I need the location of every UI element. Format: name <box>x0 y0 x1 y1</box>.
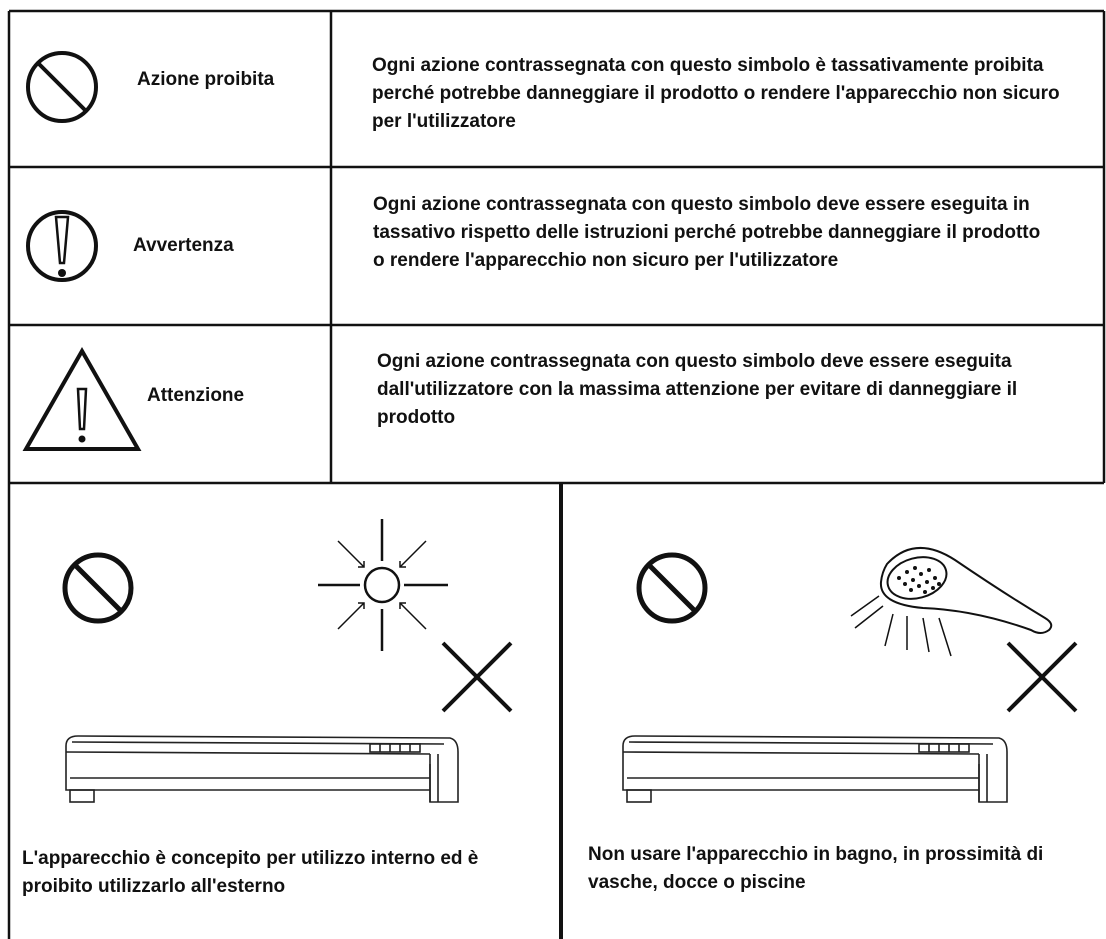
legend-label-warning: Avvertenza <box>133 235 234 256</box>
legend-description-caution: Ogni azione contrassegnata con questo si… <box>377 351 1018 428</box>
sun-icon <box>318 519 448 651</box>
exclamation-circle-icon <box>26 210 98 282</box>
legend-description-prohibited: Ogni azione contrassegnata con questo si… <box>372 55 1060 132</box>
shower-head-icon <box>850 547 1053 657</box>
cross-mark-icon <box>441 641 513 713</box>
heater-illustration <box>622 735 1008 803</box>
cross-mark-icon <box>1006 641 1078 713</box>
panel-caption-outdoor: L'apparecchio è concepito per utilizzo i… <box>22 848 479 897</box>
warning-triangle-icon <box>22 346 142 451</box>
heater-illustration <box>65 735 459 803</box>
prohibited-icon <box>62 552 134 624</box>
legend-description-warning: Ogni azione contrassegnata con questo si… <box>373 194 1041 271</box>
prohibited-icon <box>636 552 708 624</box>
legend-label-prohibited: Azione proibita <box>137 69 275 90</box>
legend-label-caution: Attenzione <box>147 385 245 406</box>
panel-caption-bathroom: Non usare l'apparecchio in bagno, in pro… <box>588 844 1044 893</box>
prohibited-icon <box>26 51 98 123</box>
